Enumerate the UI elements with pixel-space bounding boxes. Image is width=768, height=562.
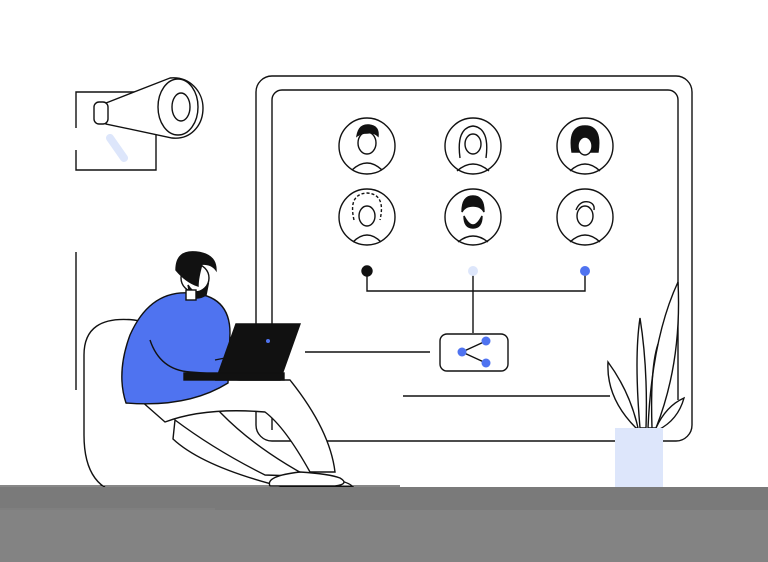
connection-dot-black: [361, 265, 373, 277]
connection-tree: [305, 265, 590, 353]
connection-dot-blue: [580, 266, 590, 276]
avatar-woman-bob-hair: [556, 117, 614, 175]
avatar-man-short-hair: [338, 117, 396, 175]
share-icon: [439, 333, 509, 372]
avatar-woman-long-hair: [444, 117, 502, 175]
person-with-laptop: [121, 251, 355, 488]
connection-dot-light: [468, 266, 478, 276]
avatar-bearded-man: [444, 188, 502, 246]
avatar-grid: [338, 117, 614, 246]
avatar-curly-hair: [338, 188, 396, 246]
floor-band-top: [0, 487, 768, 510]
megaphone-icon: [75, 77, 204, 171]
potted-plant-icon: [607, 281, 686, 488]
floor-band-bottom: [0, 510, 768, 562]
avatar-man-side-part: [556, 188, 614, 246]
